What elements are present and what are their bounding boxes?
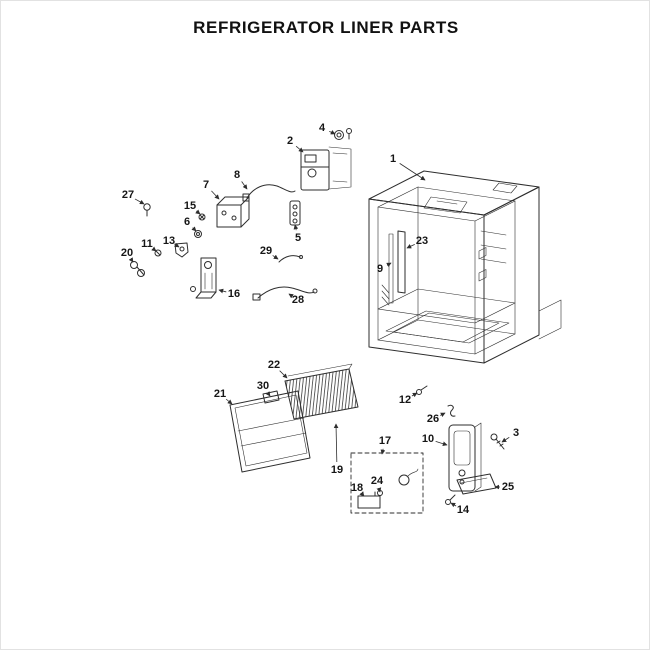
callout-label-22: 22 bbox=[268, 359, 280, 371]
part-16-bracket-assembly bbox=[190, 257, 217, 299]
callout-label-24: 24 bbox=[371, 475, 384, 487]
callout-leader-1 bbox=[399, 163, 426, 181]
callout-label-1: 1 bbox=[390, 153, 396, 165]
callout-leader-23 bbox=[406, 244, 415, 249]
callout-leader-24 bbox=[376, 487, 382, 493]
callout-label-29: 29 bbox=[260, 245, 272, 257]
callout-leader-19 bbox=[333, 423, 339, 463]
callout-leader-12 bbox=[411, 392, 418, 398]
callout-label-3: 3 bbox=[513, 427, 519, 439]
callout-leader-21 bbox=[225, 398, 233, 405]
callout-label-19: 19 bbox=[331, 464, 343, 476]
callout-label-25: 25 bbox=[502, 481, 514, 493]
callout-leader-11 bbox=[151, 246, 157, 252]
callout-leader-10 bbox=[435, 441, 448, 447]
callout-label-28: 28 bbox=[292, 294, 304, 306]
part-4-grommet bbox=[334, 128, 352, 140]
callout-leader-20 bbox=[128, 257, 134, 263]
part-29-wire bbox=[278, 255, 303, 263]
callout-label-12: 12 bbox=[399, 394, 411, 406]
cabinet-front-face bbox=[368, 198, 485, 364]
cabinet-top-face bbox=[368, 170, 540, 216]
callout-label-2: 2 bbox=[287, 135, 293, 147]
callout-leader-13 bbox=[174, 242, 180, 248]
part-22-evaporator bbox=[284, 363, 359, 420]
part-28-wire-harness bbox=[252, 286, 318, 301]
callout-leader-9 bbox=[386, 262, 392, 268]
part-12-screw bbox=[416, 385, 428, 395]
callout-leader-28 bbox=[288, 293, 294, 299]
callout-leader-30 bbox=[265, 391, 271, 397]
part-3-screw bbox=[490, 433, 505, 450]
callout-leader-16 bbox=[218, 288, 227, 294]
callout-leader-27 bbox=[134, 198, 145, 205]
part-14-screw bbox=[445, 494, 456, 505]
callout-leader-6 bbox=[191, 226, 197, 232]
part-2-damper-housing bbox=[300, 146, 352, 191]
callout-label-9: 9 bbox=[377, 263, 383, 275]
part-13-bracket bbox=[174, 242, 189, 258]
part-8-wire bbox=[242, 184, 296, 202]
callout-label-30: 30 bbox=[257, 380, 269, 392]
callout-label-4: 4 bbox=[319, 122, 326, 134]
callout-label-6: 6 bbox=[184, 216, 190, 228]
part-thermostat bbox=[398, 474, 410, 486]
callout-label-16: 16 bbox=[228, 288, 240, 300]
part-21-access-cover bbox=[229, 390, 311, 473]
callout-label-18: 18 bbox=[351, 482, 363, 494]
callout-leader-7 bbox=[211, 190, 220, 200]
part-18-defrost-heater bbox=[357, 491, 381, 509]
callout-label-14: 14 bbox=[457, 504, 470, 516]
callout-leader-2 bbox=[295, 145, 304, 153]
callout-leader-14 bbox=[450, 502, 457, 508]
callout-label-20: 20 bbox=[121, 247, 133, 259]
callout-label-15: 15 bbox=[184, 200, 196, 212]
callout-leader-29 bbox=[272, 254, 279, 260]
callout-label-23: 23 bbox=[416, 235, 428, 247]
page-title: REFRIGERATOR LINER PARTS bbox=[193, 18, 459, 37]
callout-leader-5 bbox=[293, 224, 299, 231]
cabinet-right-face bbox=[483, 186, 540, 364]
callout-label-7: 7 bbox=[203, 179, 209, 191]
part-11-screw bbox=[154, 249, 162, 257]
callout-label-10: 10 bbox=[422, 433, 434, 445]
part-6-nut bbox=[194, 230, 202, 238]
part-5-mounting-strip bbox=[289, 200, 301, 226]
callout-label-17: 17 bbox=[379, 435, 391, 447]
part-15-screw bbox=[198, 213, 206, 221]
part-26-hook bbox=[447, 404, 456, 417]
part-30-panel-tab bbox=[262, 390, 280, 404]
callout-leader-22 bbox=[279, 370, 288, 379]
part-20-clamp bbox=[130, 261, 145, 277]
callout-leader-15 bbox=[195, 209, 201, 215]
callout-leader-4 bbox=[329, 130, 336, 135]
callout-leader-17 bbox=[380, 448, 386, 455]
callout-label-5: 5 bbox=[295, 232, 301, 244]
part-9-channel bbox=[388, 233, 394, 304]
callout-leader-26 bbox=[439, 412, 446, 418]
callout-leader-18 bbox=[359, 491, 365, 497]
part-23-trim-strip bbox=[397, 230, 406, 294]
part-17-defrost-kit-box bbox=[350, 452, 424, 514]
callout-label-11: 11 bbox=[141, 238, 153, 250]
callout-leader-3 bbox=[501, 436, 510, 443]
part-27-screw bbox=[143, 203, 151, 217]
callout-label-21: 21 bbox=[214, 388, 226, 400]
callout-label-26: 26 bbox=[427, 413, 439, 425]
callout-label-13: 13 bbox=[163, 235, 175, 247]
part-1-cabinet-liner bbox=[368, 170, 562, 364]
callout-label-27: 27 bbox=[122, 189, 134, 201]
callout-leader-8 bbox=[241, 181, 248, 190]
part-10-bracket-plate bbox=[448, 422, 482, 492]
callout-label-8: 8 bbox=[234, 169, 240, 181]
